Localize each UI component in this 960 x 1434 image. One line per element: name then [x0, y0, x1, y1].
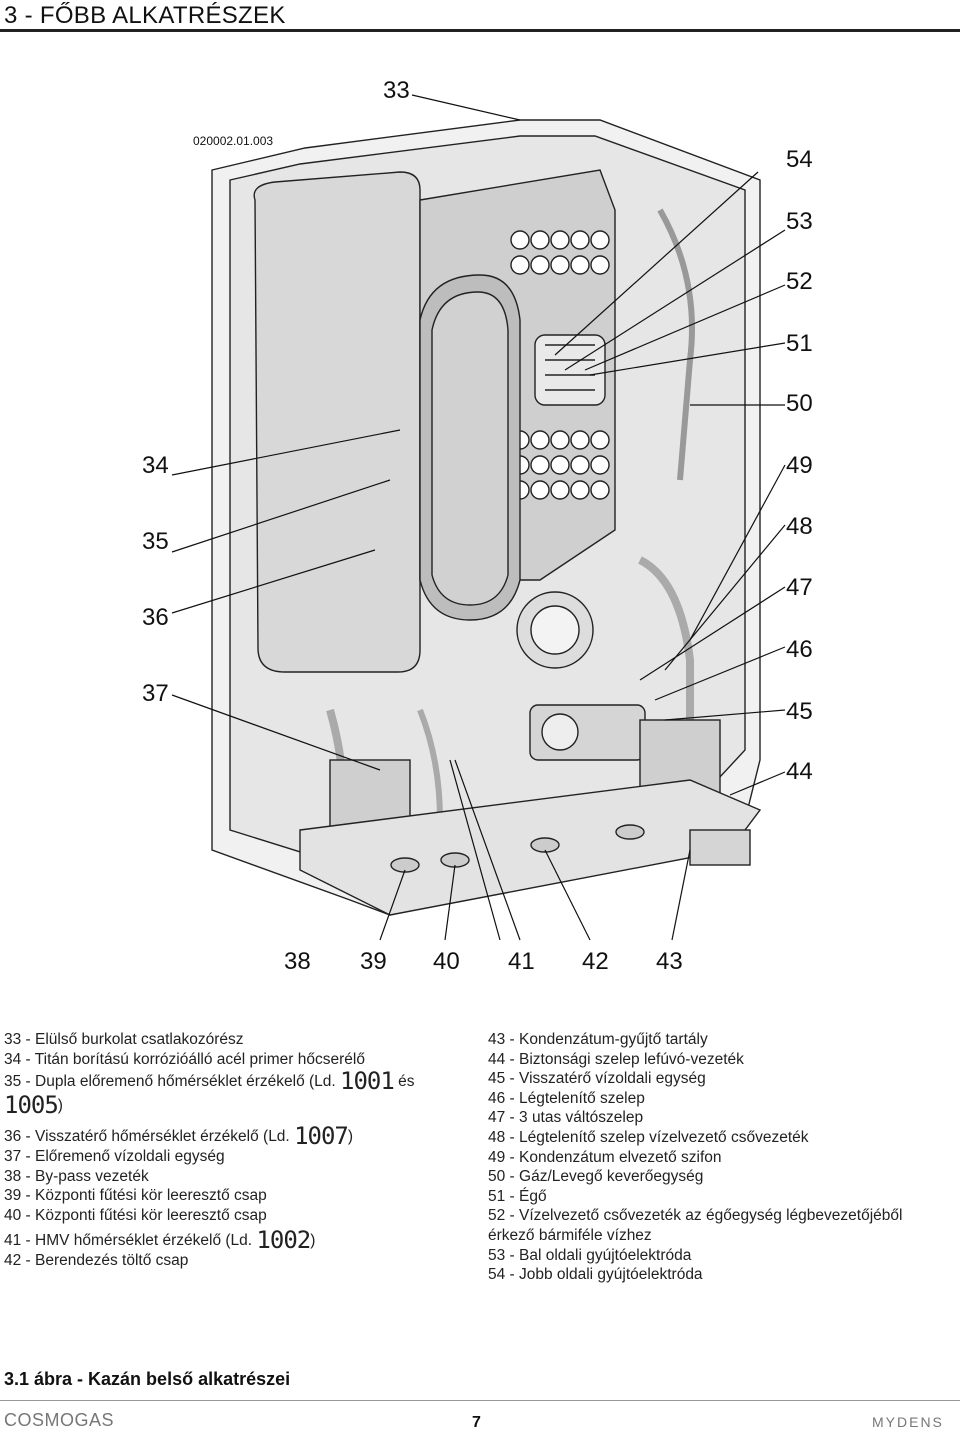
legend-item-44: 44 - Biztonsági szelep lefúvó-vezeték: [488, 1050, 744, 1068]
callout-42: 42: [582, 948, 609, 975]
callout-41: 41: [508, 948, 535, 975]
callout-39: 39: [360, 948, 387, 975]
lcd-code-1005: 1005: [4, 1090, 59, 1119]
section-header: 3 - FŐBB ALKATRÉSZEK: [0, 0, 960, 32]
section-title: 3 - FŐBB ALKATRÉSZEK: [4, 2, 286, 29]
legend-item-42: 42 - Berendezés töltő csap: [4, 1251, 189, 1269]
lcd-code-1007: 1007: [294, 1122, 349, 1151]
header-bar: [0, 0, 960, 32]
legend-item-41: 41 - HMV hőmérséklet érzékelő (Ld. 1002): [4, 1228, 474, 1252]
callout-36: 36: [142, 604, 169, 631]
legend-item-53: 53 - Bal oldali gyújtóelektróda: [488, 1246, 692, 1264]
lcd-code-1001: 1001: [340, 1067, 395, 1096]
callout-49: 49: [786, 452, 813, 479]
callout-50: 50: [786, 390, 813, 417]
footer-brand-right: MYDENS: [872, 1414, 944, 1430]
callout-52: 52: [786, 268, 813, 295]
figure-caption: 3.1 ábra - Kazán belső alkatrészei: [4, 1369, 291, 1389]
legend-item-47: 47 - 3 utas váltószelep: [488, 1109, 644, 1127]
legend-item-35-text: 35 - Dupla előremenő hőmérséklet érzékel…: [4, 1073, 336, 1091]
legend-right: 43 - Kondenzátum-gyűjtő tartály 44 - Biz…: [488, 1030, 958, 1285]
callout-38: 38: [284, 948, 311, 975]
callout-53: 53: [786, 208, 813, 235]
legend-item-49: 49 - Kondenzátum elvezető szifon: [488, 1148, 722, 1166]
callout-51: 51: [786, 330, 813, 357]
callout-34: 34: [142, 452, 169, 479]
callout-45: 45: [786, 698, 813, 725]
legend-item-39: 39 - Központi fűtési kör leeresztő csap: [4, 1187, 267, 1205]
legend-item-35-cont: 1005): [4, 1093, 474, 1117]
legend-item-40: 40 - Központi fűtési kör leeresztő csap: [4, 1206, 267, 1224]
legend-item-48: 48 - Légtelenítő szelep vízelvezető csőv…: [488, 1128, 809, 1146]
legend-item-37: 37 - Előremenő vízoldali egység: [4, 1147, 225, 1165]
legend-item-43: 43 - Kondenzátum-gyűjtő tartály: [488, 1031, 708, 1048]
legend-item-51: 51 - Égő: [488, 1187, 547, 1205]
legend-item-36-text: 36 - Visszatérő hőmérséklet érzékelő (Ld…: [4, 1128, 290, 1146]
callout-48: 48: [786, 513, 813, 540]
legend-item-52-cont: érkező bármiféle vízhez: [488, 1226, 652, 1244]
callout-47: 47: [786, 574, 813, 601]
page-number: 7: [472, 1414, 481, 1431]
legend-item-41-text: 41 - HMV hőmérséklet érzékelő (Ld.: [4, 1232, 253, 1250]
legend-item-33: 33 - Elülső burkolat csatlakozórész: [4, 1031, 244, 1048]
legend-item-34: 34 - Titán borítású korrózióálló acél pr…: [4, 1050, 365, 1068]
footer-brand-left: COSMOGAS: [4, 1410, 115, 1430]
legend-item-38: 38 - By-pass vezeték: [4, 1167, 149, 1185]
callout-40: 40: [433, 948, 460, 975]
boiler-figure: 33 020002.01.003 54 53 52 51 50 49 48 47…: [0, 60, 960, 990]
legend-close: ): [310, 1232, 316, 1250]
callout-54: 54: [786, 146, 813, 173]
legend-item-46: 46 - Légtelenítő szelep: [488, 1089, 645, 1107]
callout-43: 43: [656, 948, 683, 975]
callout-33: 33: [383, 77, 410, 104]
callout-46: 46: [786, 636, 813, 663]
legend-item-54: 54 - Jobb oldali gyújtóelektróda: [488, 1266, 703, 1284]
legend-left: 33 - Elülső burkolat csatlakozórész 34 -…: [4, 1030, 474, 1271]
legend-item-45: 45 - Visszatérő vízoldali egység: [488, 1070, 706, 1088]
legend-item-36: 36 - Visszatérő hőmérséklet érzékelő (Ld…: [4, 1124, 474, 1148]
legend-close: ): [347, 1128, 354, 1146]
legend-item-52: 52 - Vízelvezető csővezeték az égőegység…: [488, 1207, 903, 1225]
legend-close: ): [57, 1096, 63, 1114]
legend-item-50: 50 - Gáz/Levegő keverőegység: [488, 1168, 704, 1186]
legend-item-35: 35 - Dupla előremenő hőmérséklet érzékel…: [4, 1069, 474, 1093]
lcd-code-1002: 1002: [256, 1226, 311, 1255]
callout-35: 35: [142, 528, 169, 555]
callout-44: 44: [786, 758, 813, 785]
legend-and: és: [398, 1073, 415, 1091]
boiler-drawing: [171, 94, 786, 941]
callout-37: 37: [142, 680, 169, 707]
footer-divider: [0, 1400, 960, 1401]
figure-code: 020002.01.003: [193, 134, 274, 148]
